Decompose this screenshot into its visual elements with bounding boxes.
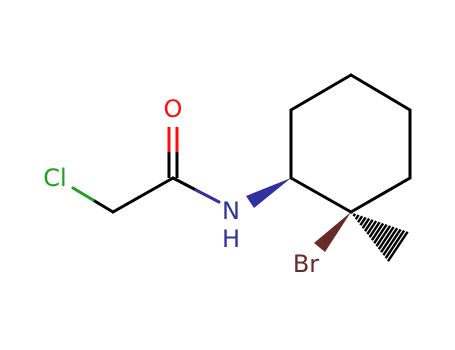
ring-bond-c1-c2 [289,176,353,214]
wedge-bond-n-c1 [246,178,291,208]
ring-bond-2 [349,73,412,112]
hashed-bond-c2-methyl [350,211,409,262]
cyclohexane-ring [289,73,412,214]
nitrogen-atom-label: N [222,197,240,225]
wedge-bond-c2-br [314,212,351,252]
chlorine-atom-label: Cl [43,164,66,192]
bond-carbonyl-n-blue [194,188,221,204]
bond-ch2-cl-dark [91,198,115,214]
ring-bond-1 [289,73,353,112]
ring-bond-4 [349,176,412,214]
bromine-atom-label: Br [293,250,319,278]
bond-ch2-cl-green [71,186,95,202]
hydrogen-atom-label: H [222,225,240,253]
bond-ch2-carbonyl [111,176,175,214]
bond-carbonyl-n-dark [171,176,198,192]
oxygen-atom-label: O [164,95,183,123]
